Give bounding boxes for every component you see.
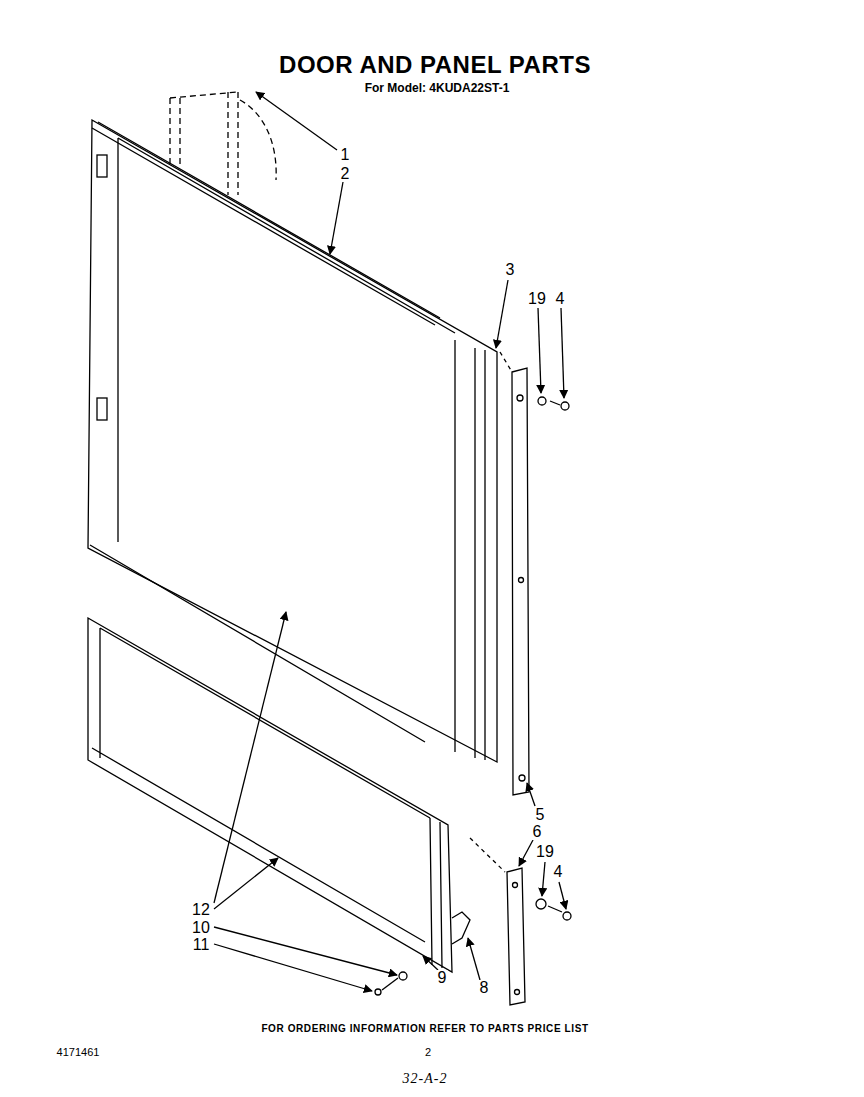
callout-number: 11 xyxy=(192,937,211,953)
callout-number: 10 xyxy=(191,920,211,936)
callout-number: 1 xyxy=(340,147,351,163)
callout-number: 12 xyxy=(191,902,211,918)
callout-number: 2 xyxy=(340,166,351,182)
callout-number: 3 xyxy=(505,262,516,278)
callout-number: 19 xyxy=(535,844,555,860)
ordering-note: FOR ORDERING INFORMATION REFER TO PARTS … xyxy=(261,1024,588,1034)
callout-number: 5 xyxy=(535,807,546,823)
callout-number: 8 xyxy=(479,980,490,996)
callout-number: 6 xyxy=(532,824,543,840)
callout-number: 19 xyxy=(527,291,547,307)
callout-number: 4 xyxy=(553,864,564,880)
handwritten-code: 32-A-2 xyxy=(403,1072,448,1086)
callout-number: 9 xyxy=(437,970,448,986)
callout-number: 4 xyxy=(555,291,566,307)
document-number: 4171461 xyxy=(57,1047,100,1058)
diagram-title: DOOR AND PANEL PARTS xyxy=(279,53,591,77)
page-number: 2 xyxy=(425,1047,431,1058)
model-subtitle: For Model: 4KUDA22ST-1 xyxy=(365,82,510,94)
